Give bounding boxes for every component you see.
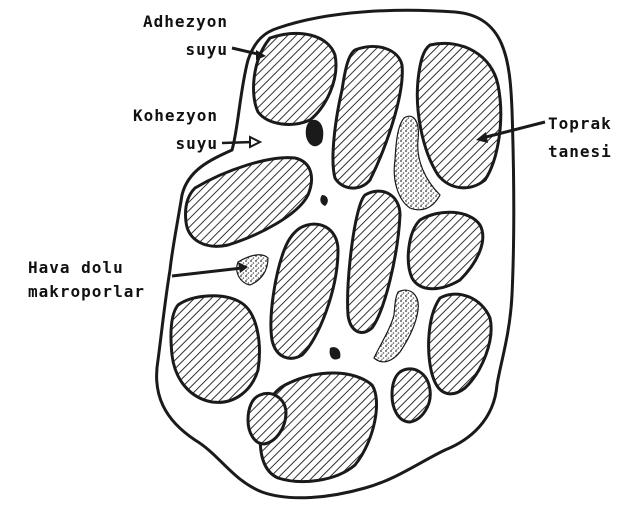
soil-grain (171, 296, 260, 403)
adhezyon-label: Adhezyon suyu (108, 12, 228, 59)
soil-grain (392, 369, 430, 422)
toprak-label: Toprak tanesi (548, 114, 612, 161)
adhezyon-label-line2: suyu (108, 40, 228, 59)
adhezyon-label-line1: Adhezyon (108, 12, 228, 31)
kohezyon-leader (222, 142, 253, 143)
toprak-label-line1: Toprak (548, 114, 612, 133)
hava-label-line1: Hava dolu (28, 258, 145, 277)
toprak-label-line2: tanesi (548, 142, 612, 161)
kohezyon-label-line2: suyu (98, 134, 218, 153)
kohezyon-label-line1: Kohezyon (98, 106, 218, 125)
kohezyon-label: Kohezyon suyu (98, 106, 218, 153)
hava-label-line2: makroporlar (28, 282, 145, 301)
hava-label: Hava dolu makroporlar (28, 258, 145, 301)
